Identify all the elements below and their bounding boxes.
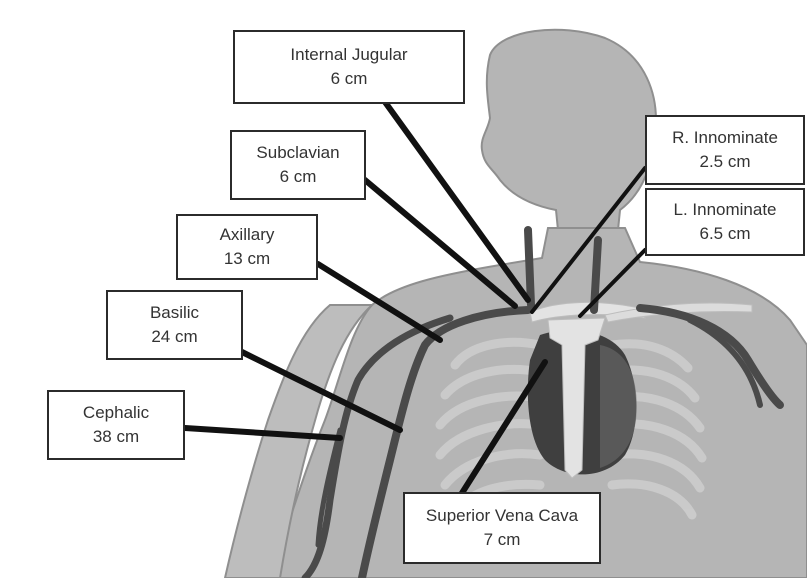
label-l-innominate-length: 6.5 cm xyxy=(699,222,750,246)
label-subclavian-name: Subclavian xyxy=(256,141,339,165)
label-basilic-name: Basilic xyxy=(150,301,199,325)
label-axillary-name: Axillary xyxy=(220,223,275,247)
label-l-innominate-name: L. Innominate xyxy=(673,198,776,222)
label-internal-jugular-name: Internal Jugular xyxy=(290,43,407,67)
label-r-innominate-length: 2.5 cm xyxy=(699,150,750,174)
label-subclavian: Subclavian 6 cm xyxy=(230,130,366,200)
label-internal-jugular: Internal Jugular 6 cm xyxy=(233,30,465,104)
label-internal-jugular-length: 6 cm xyxy=(331,67,368,91)
label-superior-vena-cava-name: Superior Vena Cava xyxy=(426,504,578,528)
label-axillary: Axillary 13 cm xyxy=(176,214,318,280)
label-axillary-length: 13 cm xyxy=(224,247,270,271)
label-l-innominate: L. Innominate 6.5 cm xyxy=(645,188,805,256)
label-basilic-length: 24 cm xyxy=(151,325,197,349)
label-superior-vena-cava-length: 7 cm xyxy=(484,528,521,552)
label-basilic: Basilic 24 cm xyxy=(106,290,243,360)
label-cephalic-length: 38 cm xyxy=(93,425,139,449)
label-r-innominate: R. Innominate 2.5 cm xyxy=(645,115,805,185)
label-subclavian-length: 6 cm xyxy=(280,165,317,189)
label-r-innominate-name: R. Innominate xyxy=(672,126,778,150)
label-cephalic-name: Cephalic xyxy=(83,401,149,425)
label-superior-vena-cava: Superior Vena Cava 7 cm xyxy=(403,492,601,564)
label-cephalic: Cephalic 38 cm xyxy=(47,390,185,460)
